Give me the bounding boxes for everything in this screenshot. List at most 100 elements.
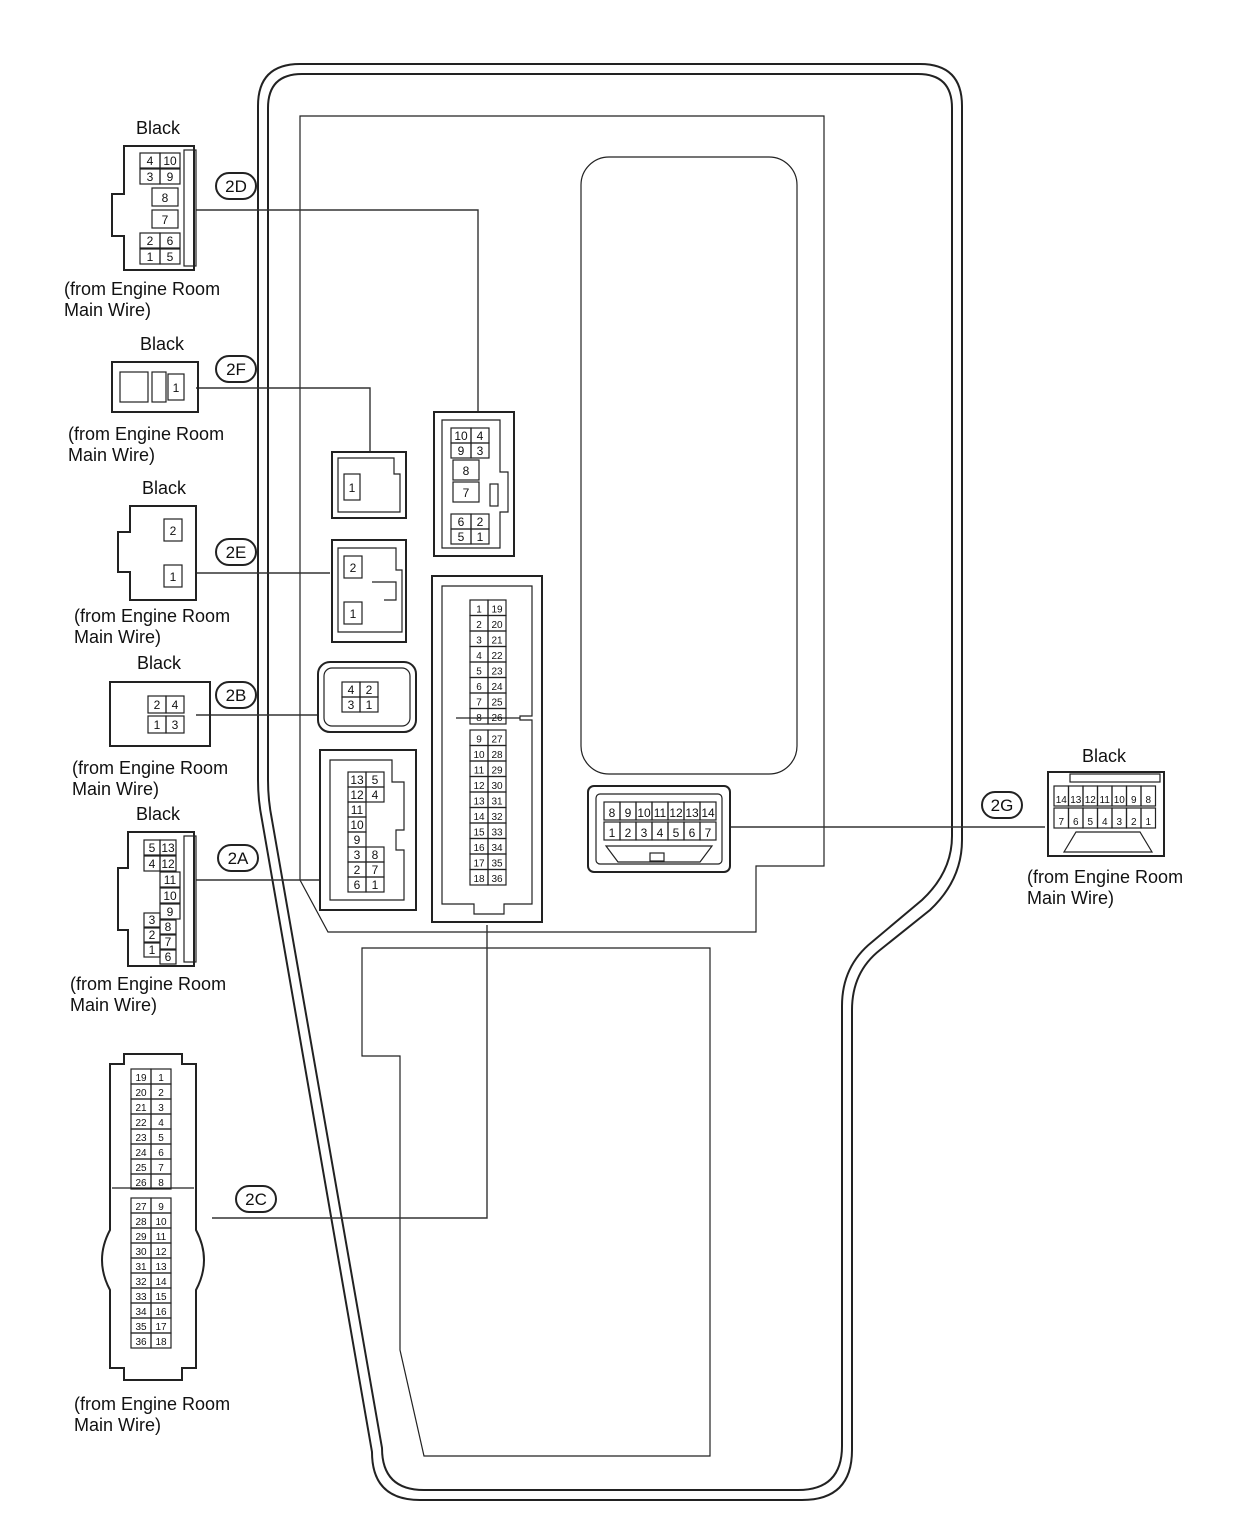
socket-2C-pin-cell	[487, 868, 507, 886]
socket-2C-pin: 18	[473, 874, 485, 885]
socket-2G-pin: 4	[657, 826, 664, 840]
socket-2C-pin: 1	[476, 605, 482, 616]
pin-2E: 2	[170, 524, 177, 538]
ref-2B-text: 2B	[226, 686, 247, 705]
socket-2C-pin: 4	[476, 651, 482, 662]
pin-2C: 18	[155, 1337, 167, 1348]
pin-2G-cell	[1140, 807, 1157, 829]
ref-2F-text: 2F	[226, 360, 246, 379]
pin-2E: 1	[170, 570, 177, 584]
socket-2C-pin: 5	[476, 667, 482, 678]
socket-2C-pin: 8	[476, 713, 482, 724]
socket-2A-pin-cell	[365, 876, 385, 893]
socket-2A-pin: 9	[354, 833, 361, 847]
socket-2C-pin: 32	[491, 812, 503, 823]
pin-2C: 16	[155, 1307, 167, 1318]
socket-2C-pin: 22	[491, 651, 503, 662]
pin-2G: 3	[1116, 817, 1122, 828]
socket-2D-pin: 9	[458, 444, 465, 458]
socket-2C-pin: 11	[474, 766, 485, 777]
connector-2A-color: Black	[136, 804, 181, 824]
socket-2C-pin: 6	[476, 682, 482, 693]
socket-2B: 4 2 3 1	[317, 661, 417, 733]
pin-2G: 8	[1145, 795, 1151, 806]
socket-2C-pin: 28	[491, 750, 503, 761]
connector-2E-color: Black	[142, 478, 187, 498]
ref-badge-2E: 2E	[215, 538, 257, 566]
pin-2F: 1	[173, 381, 180, 395]
pin-2G: 5	[1087, 817, 1093, 828]
ref-badge-2C: 2C	[235, 1185, 277, 1213]
connector-2B: Black 2 4 1 3 (from Engine Room Main Wir…	[72, 653, 228, 799]
pin-2C-cell	[150, 1332, 172, 1349]
socket-2C-pin: 30	[491, 781, 503, 792]
socket-2C-pin: 25	[491, 698, 503, 709]
pin-2G: 2	[1131, 817, 1137, 828]
pin-2D: 9	[167, 170, 174, 184]
connector-2E-source-2: Main Wire)	[74, 627, 161, 647]
pin-2C: 7	[158, 1163, 164, 1174]
socket-2G-pin: 13	[685, 806, 699, 820]
socket-2D-pin: 1	[477, 530, 484, 544]
socket-2D-pin: 10	[454, 429, 468, 443]
socket-2C-pin: 14	[473, 812, 485, 823]
connector-2F-color: Black	[140, 334, 185, 354]
pin-2A: 12	[161, 857, 175, 871]
pin-2G: 7	[1058, 817, 1064, 828]
connector-2B-source-2: Main Wire)	[72, 779, 159, 799]
socket-2G-pin-cell	[699, 801, 717, 821]
socket-2A-pin: 10	[350, 818, 364, 832]
pin-2C: 11	[156, 1232, 167, 1243]
pin-2C: 22	[135, 1118, 147, 1129]
socket-2G-pin: 9	[625, 806, 632, 820]
socket-2A-pin: 5	[372, 773, 379, 787]
connector-2F: Black 1 (from Engine Room Main Wire)	[68, 334, 224, 465]
ref-2A-text: 2A	[228, 849, 249, 868]
connector-2A: Black 5 13 4 12 11 10 9 3 8 2 7 1 6 (fro…	[70, 804, 226, 1015]
socket-2C-pin: 29	[491, 766, 503, 777]
pin-2C: 13	[155, 1262, 167, 1273]
socket-2C-pin: 34	[491, 843, 503, 854]
pin-2D: 5	[167, 250, 174, 264]
socket-2G-pin: 10	[637, 806, 651, 820]
ref-2G-text: 2G	[991, 796, 1014, 815]
connector-2D-source-1: (from Engine Room	[64, 279, 220, 299]
pin-2C: 2	[158, 1088, 164, 1099]
socket-2D-pin: 3	[477, 444, 484, 458]
socket-2G-pin: 2	[625, 826, 632, 840]
pin-2C: 35	[135, 1322, 147, 1333]
socket-2A-pin-cell	[365, 786, 385, 803]
pin-2C: 5	[158, 1133, 164, 1144]
socket-2G-pin-cell	[699, 821, 717, 841]
pin-2C-cell	[150, 1173, 172, 1190]
socket-2C-pin: 7	[476, 698, 482, 709]
pin-2C: 14	[155, 1277, 167, 1288]
pin-2A: 6	[165, 950, 172, 964]
pin-2C: 29	[135, 1232, 147, 1243]
socket-2A-pin: 1	[372, 878, 379, 892]
socket-2C-pin-cell	[487, 707, 507, 725]
socket-2D-pin: 6	[458, 515, 465, 529]
socket-2A-pin: 3	[354, 848, 361, 862]
pin-2D: 1	[147, 250, 154, 264]
pin-2C: 9	[158, 1202, 164, 1213]
pin-2A: 7	[165, 935, 172, 949]
socket-2F-pin: 1	[349, 481, 356, 495]
pin-2B: 2	[154, 698, 161, 712]
socket-2A-pin: 8	[372, 848, 379, 862]
socket-2D-pin: 5	[458, 530, 465, 544]
socket-2C-pin: 17	[473, 859, 485, 870]
connector-2D-source-2: Main Wire)	[64, 300, 151, 320]
pin-2B: 3	[172, 718, 179, 732]
socket-2B-pin: 3	[348, 698, 355, 712]
pin-2G: 4	[1102, 817, 1108, 828]
pin-2G: 10	[1114, 795, 1126, 806]
junction-block-outline	[257, 63, 963, 1501]
socket-2G-pin: 8	[609, 806, 616, 820]
